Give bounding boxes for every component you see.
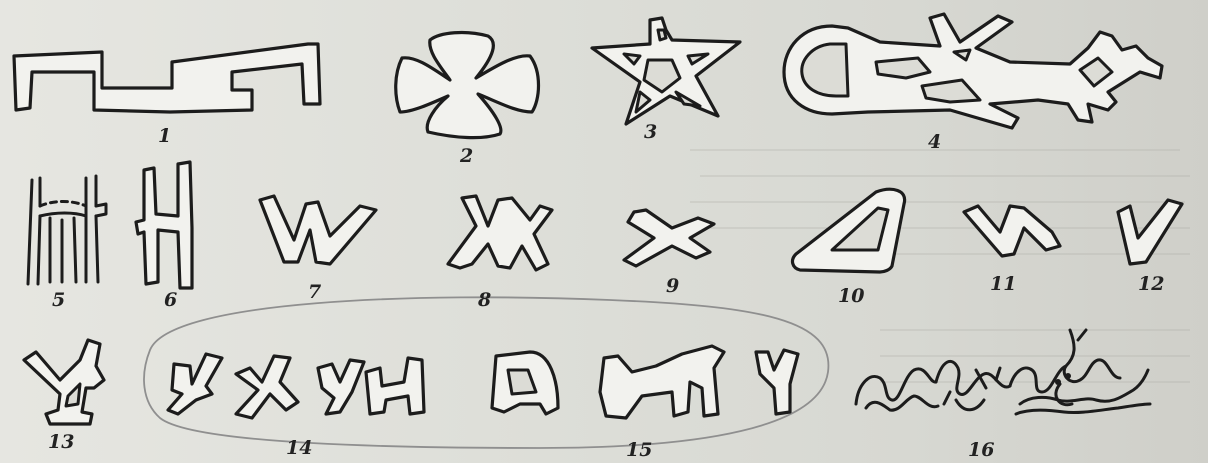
sign-5 [28,176,106,284]
sign-2 [396,33,539,138]
label-5: 5 [52,289,65,311]
label-14: 14 [286,437,312,459]
sign-1 [14,44,320,112]
label-7: 7 [308,281,321,303]
label-10: 10 [838,285,864,307]
sign-4 [784,14,1162,128]
label-8: 8 [477,289,491,311]
sign-14 [168,354,424,418]
bleed-through-texture [690,150,1190,382]
label-4: 4 [928,131,941,153]
label-12: 12 [1138,273,1164,295]
sign-11 [964,206,1060,256]
label-6: 6 [164,289,177,311]
sign-3 [592,18,740,124]
label-16: 16 [968,439,994,461]
label-9: 9 [666,275,679,297]
sign-15 [492,346,798,418]
label-15: 15 [626,439,652,461]
sign-7 [260,196,376,264]
sign-9 [624,210,714,266]
label-13: 13 [48,431,74,453]
label-3: 3 [644,121,657,143]
sign-6 [136,162,192,288]
label-2: 2 [459,145,473,167]
sign-13 [24,340,104,424]
label-11: 11 [990,273,1016,295]
sign-8 [448,196,552,270]
sign-16 [856,330,1150,414]
label-1: 1 [158,125,171,147]
